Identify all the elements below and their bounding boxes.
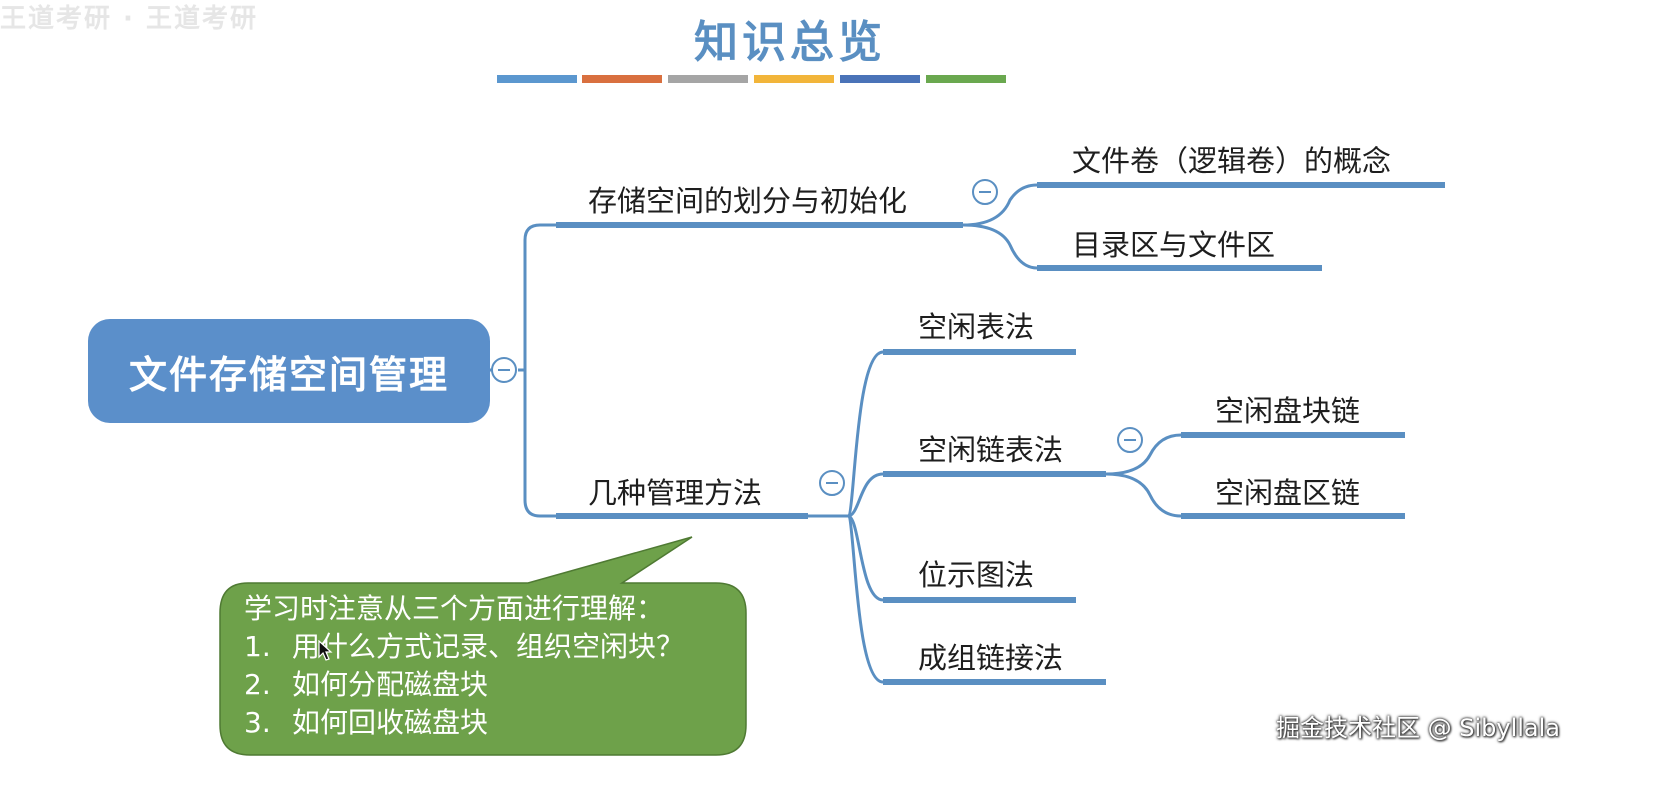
root-to-partition-connector (518, 223, 556, 372)
callout-item-text: 如何分配磁盘块 (292, 668, 489, 701)
callout-bubble (219, 536, 747, 756)
title-stripe-6 (926, 75, 1006, 83)
node-bitmap[interactable]: 位示图法 (918, 558, 1035, 592)
partition-to-areas-connector (962, 223, 1038, 270)
title-stripe-3 (668, 75, 748, 83)
title-stripe-4 (754, 75, 834, 83)
watermark-top-left: 王道考研 · 王道考研 (0, 4, 258, 34)
root-collapse-icon[interactable] (491, 357, 517, 383)
root-to-methods-connector (523, 370, 556, 518)
callout-item-1: 1. 用什么方式记录、组织空闲块？ (244, 628, 684, 666)
methods-to-free-list-connector (847, 472, 884, 518)
callout-item-2: 2. 如何分配磁盘块 (244, 666, 684, 704)
branch-partition[interactable]: 存储空间的划分与初始化 (588, 184, 908, 218)
methods-to-bitmap-connector (847, 514, 884, 602)
methods-to-free-table-connector (808, 350, 884, 518)
node-volume-concept[interactable]: 文件卷（逻辑卷）的概念 (1072, 144, 1392, 178)
callout-item-number: 1. (244, 630, 271, 663)
free-list-to-extent-chain-connector (1105, 472, 1182, 518)
methods-collapse-icon[interactable] (819, 470, 845, 496)
callout-item-number: 2. (244, 668, 271, 701)
callout-item-text: 用什么方式记录、组织空闲块？ (292, 630, 685, 663)
mouse-cursor-icon (318, 640, 333, 661)
callout-heading: 学习时注意从三个方面进行理解： (244, 592, 665, 625)
node-free-list[interactable]: 空闲链表法 (918, 433, 1064, 467)
callout-item-number: 3. (244, 706, 271, 739)
title-stripe-5 (840, 75, 920, 83)
root-node[interactable]: 文件存储空间管理 (88, 319, 490, 423)
node-free-extent-chain[interactable]: 空闲盘区链 (1215, 476, 1361, 510)
title-stripe-1 (497, 75, 577, 83)
branch-methods[interactable]: 几种管理方法 (588, 476, 763, 510)
title-stripe-2 (582, 75, 662, 83)
callout-item-text: 如何回收磁盘块 (292, 706, 489, 739)
node-free-table[interactable]: 空闲表法 (918, 310, 1035, 344)
partition-collapse-icon[interactable] (972, 179, 998, 205)
page-title: 知识总览 (694, 17, 886, 68)
callout-item-3: 3. 如何回收磁盘块 (244, 704, 684, 742)
watermark-bottom-right: 掘金技术社区 @ Sibyllala (1276, 714, 1561, 742)
methods-to-grouped-connector (846, 514, 884, 684)
node-grouped-link[interactable]: 成组链接法 (918, 641, 1064, 675)
partition-to-volume-connector (962, 183, 1038, 227)
free-list-to-block-chain-connector (1105, 433, 1182, 476)
callout-text: 学习时注意从三个方面进行理解： 1. 用什么方式记录、组织空闲块？ 2. 如何分… (244, 590, 684, 742)
node-free-block-chain[interactable]: 空闲盘块链 (1215, 394, 1361, 428)
free-list-collapse-icon[interactable] (1117, 427, 1143, 453)
node-directory-file-area[interactable]: 目录区与文件区 (1072, 228, 1276, 262)
